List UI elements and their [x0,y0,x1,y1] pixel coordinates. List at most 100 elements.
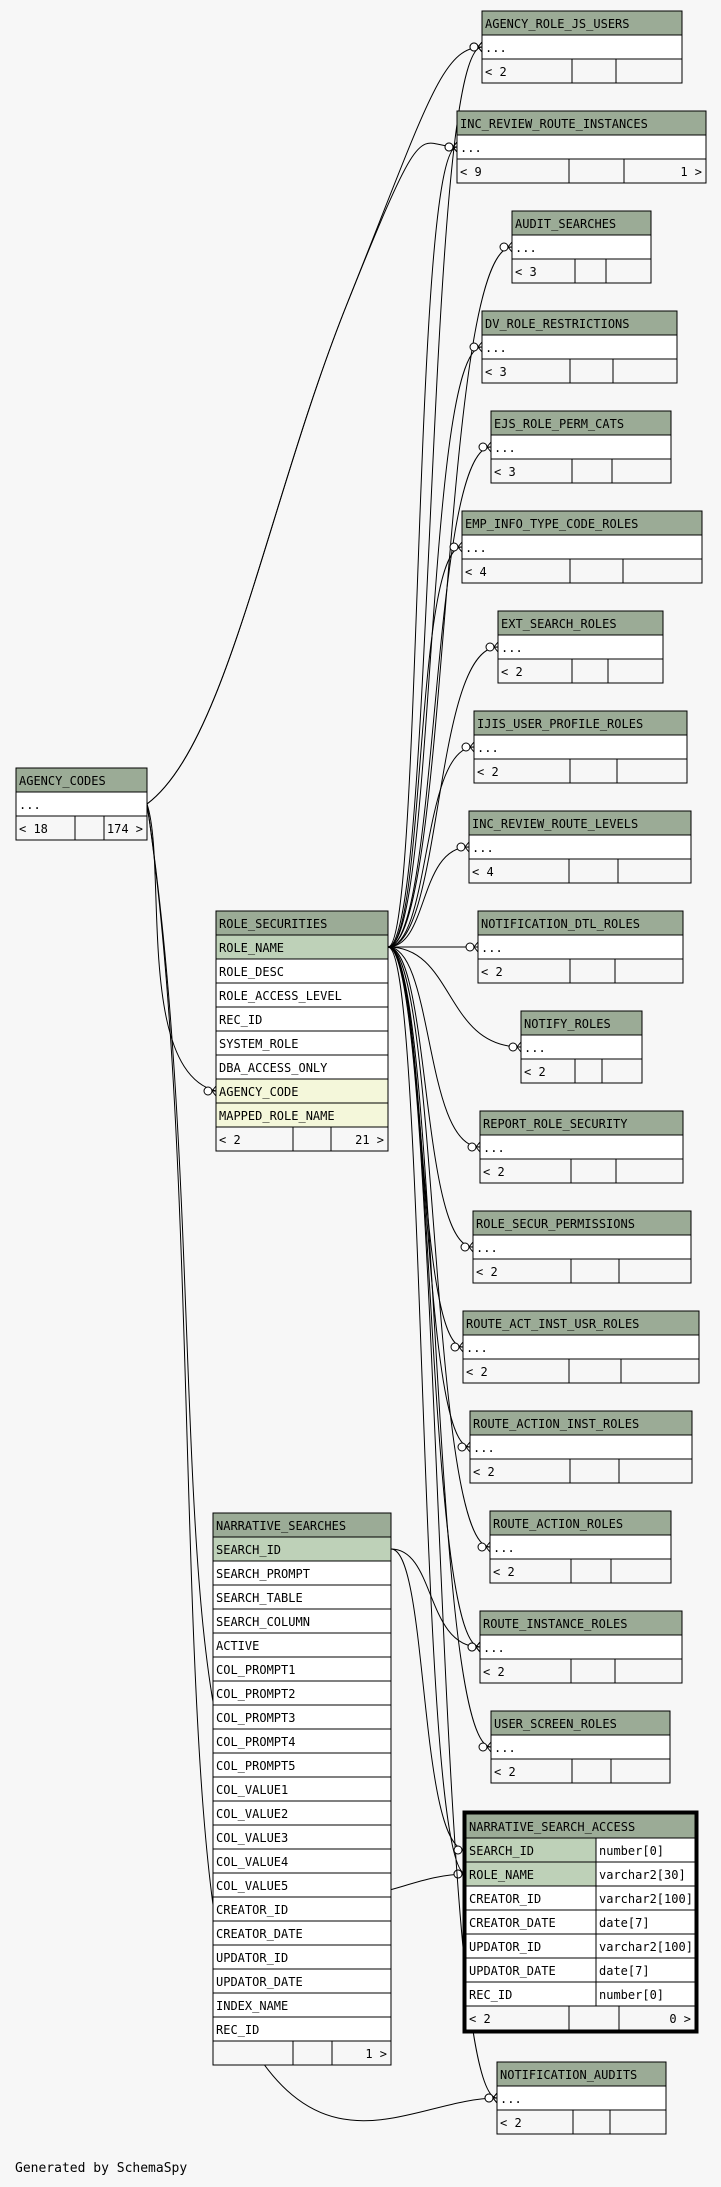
relationship-line [387,846,470,948]
table-header [465,1813,696,1839]
footer-parents-cell [520,1058,576,1084]
footer-children-cell [614,958,684,984]
table-ext-search-roles[interactable]: EXT_SEARCH_ROLES...< 2 [497,610,664,684]
optional-marker [484,2093,494,2103]
table-agency-role-js-users[interactable]: AGENCY_ROLE_JS_USERS...< 2 [481,10,683,84]
optional-marker [499,242,509,252]
column-cell [212,1560,392,1586]
footer-children-cell [620,1358,700,1384]
table-header [479,1610,683,1636]
column-name: ... [515,241,537,255]
column-cell [212,1848,392,1874]
column-name: COL_VALUE3 [216,1831,288,1845]
table-ejs-role-perm-cats[interactable]: EJS_ROLE_PERM_CATS...< 3 [490,410,672,484]
footer-rows-cell [569,558,624,584]
table-emp-info-type-code-roles[interactable]: EMP_INFO_TYPE_CODE_ROLES...< 4 [461,510,703,584]
footer-children-cell [618,1458,693,1484]
relationship-line [387,946,481,1648]
relationship-line [146,142,458,805]
column-cell [215,1102,389,1128]
table-notification-audits[interactable]: NOTIFICATION_AUDITS...< 2 [496,2061,667,2135]
column-name: DBA_ACCESS_ONLY [219,1061,328,1075]
footer-parents-cell [479,1158,572,1184]
column-name: COL_VALUE5 [216,1879,288,1893]
table-route-action-inst-roles[interactable]: ROUTE_ACTION_INST_ROLES...< 2 [469,1410,693,1484]
table-header [456,110,707,136]
column-type: number[0] [599,1844,664,1858]
table-report-role-security[interactable]: REPORT_ROLE_SECURITY...< 2 [479,1110,684,1184]
table-name: ROLE_SECURITIES [219,917,327,931]
footer-children-cell [618,2005,696,2031]
type-cell [595,1909,696,1935]
table-name: IJIS_USER_PROFILE_ROLES [477,717,643,731]
relationship-line [387,46,483,948]
table-header [462,1310,700,1336]
column-cell [496,2085,667,2111]
table-route-act-inst-usr-roles[interactable]: ROUTE_ACT_INST_USR_ROLES...< 2 [462,1310,700,1384]
optional-marker [467,1642,477,1652]
table-notify-roles[interactable]: NOTIFY_ROLES...< 2 [520,1010,643,1084]
table-header [473,710,688,736]
footer-children-cell [615,1158,684,1184]
parents-count: < 2 [466,1365,488,1379]
table-narrative-searches[interactable]: NARRATIVE_SEARCHESSEARCH_IDSEARCH_PROMPT… [212,1512,392,2066]
column-cell [212,1608,392,1634]
table-audit-searches[interactable]: AUDIT_SEARCHES...< 3 [511,210,652,284]
column-name: CREATOR_DATE [216,1927,303,1941]
table-role-securities[interactable]: ROLE_SECURITIESROLE_NAMEROLE_DESCROLE_AC… [215,910,389,1152]
optional-marker [461,742,471,752]
parents-count: < 2 [500,2116,522,2130]
many-marker [477,341,483,353]
column-name: SEARCH_ID [216,1543,281,1557]
footer-rows-cell [569,758,618,784]
column-name: COL_PROMPT2 [216,1687,295,1701]
parents-count: < 2 [477,765,499,779]
table-name: ROUTE_ACTION_ROLES [493,1517,623,1531]
table-name: INC_REVIEW_ROUTE_INSTANCES [460,117,648,131]
table-header [497,610,664,636]
optional-marker [469,42,479,52]
table-name: AUDIT_SEARCHES [515,217,616,231]
parents-count: < 2 [494,1765,516,1779]
column-name: COL_PROMPT3 [216,1711,295,1725]
column-cell [468,834,692,860]
table-user-screen-roles[interactable]: USER_SCREEN_ROLES...< 2 [490,1710,671,1784]
table-ijis-user-profile-roles[interactable]: IJIS_USER_PROFILE_ROLES...< 2 [473,710,688,784]
table-inc-review-route-levels[interactable]: INC_REVIEW_ROUTE_LEVELS...< 4 [468,810,692,884]
footer-children-cell [611,458,672,484]
parents-count: < 2 [219,1133,241,1147]
table-role-secur-permissions[interactable]: ROLE_SECUR_PERMISSIONS...< 2 [472,1210,692,1284]
relationship-line [387,946,492,1748]
column-cell [465,1837,597,1863]
table-route-action-roles[interactable]: ROUTE_ACTION_ROLES...< 2 [489,1510,672,1584]
column-cell [490,434,672,460]
column-name: ... [494,1741,516,1755]
table-notification-dtl-roles[interactable]: NOTIFICATION_DTL_ROLES...< 2 [477,910,684,984]
footer-children-cell [607,658,664,684]
type-cell [595,1861,696,1887]
many-marker [475,1641,481,1653]
column-cell [472,1234,692,1260]
column-name: ... [476,1241,498,1255]
generated-by-footer: Generated by SchemaSpy [15,2161,187,2176]
relationship-line [387,746,475,948]
parents-count: < 3 [494,465,516,479]
parents-count: < 18 [19,822,48,836]
column-cell [212,1920,392,1946]
optional-marker [444,142,454,152]
footer-children-cell [617,858,692,884]
table-route-instance-roles[interactable]: ROUTE_INSTANCE_ROLES...< 2 [479,1610,683,1684]
table-name: ROUTE_ACTION_INST_ROLES [473,1417,639,1431]
table-name: ROUTE_INSTANCE_ROLES [483,1617,628,1631]
footer-rows-cell [292,2040,333,2066]
footer-children-cell [618,1258,692,1284]
column-cell [212,1584,392,1610]
column-cell [479,1134,684,1160]
table-header [496,2061,667,2087]
table-dv-role-restrictions[interactable]: DV_ROLE_RESTRICTIONS...< 3 [481,310,678,384]
column-name: ... [483,1641,505,1655]
parents-count: < 2 [469,2012,491,2026]
